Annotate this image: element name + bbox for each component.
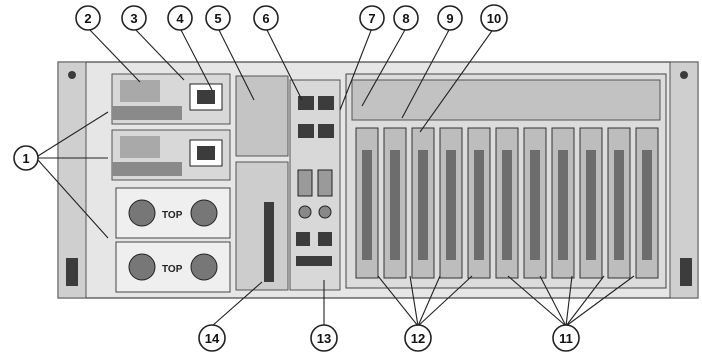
serial-port	[297, 169, 313, 197]
fan-bay-upper: TOP	[115, 187, 231, 239]
callout-3: 3	[121, 5, 147, 31]
callout-1: 1	[13, 145, 39, 171]
callout-label: 6	[262, 11, 269, 26]
slot-vent	[362, 150, 372, 260]
thumbscrew-right	[680, 258, 692, 286]
fan-bay-lower: TOP	[115, 241, 231, 293]
slot-vent	[614, 150, 624, 260]
callout-label: 5	[214, 11, 221, 26]
callout-label: 9	[446, 11, 453, 26]
slot-vent	[446, 150, 456, 260]
callout-label: 10	[487, 11, 501, 26]
power-supply-2	[111, 129, 231, 181]
callout-label: 2	[84, 11, 91, 26]
callout-label: 1	[22, 151, 29, 166]
network-port	[298, 124, 314, 138]
callout-2: 2	[75, 5, 101, 31]
vent-grille-lower	[235, 161, 289, 291]
network-port	[318, 124, 334, 138]
callout-7: 7	[359, 5, 385, 31]
upper-slot-cover	[351, 79, 661, 121]
callout-4: 4	[167, 5, 193, 31]
callout-label: 7	[368, 11, 375, 26]
vent-grille	[235, 75, 289, 157]
callout-label: 14	[205, 331, 220, 346]
top-label: TOP	[162, 210, 183, 221]
callout-label: 11	[559, 331, 573, 346]
network-port	[298, 96, 314, 110]
slot-vent	[418, 150, 428, 260]
right-rack-ear	[669, 61, 699, 299]
callout-label: 13	[317, 331, 331, 346]
callout-5: 5	[205, 5, 231, 31]
callout-label: 8	[402, 11, 409, 26]
callout-13: 13	[310, 324, 338, 352]
network-port	[318, 96, 334, 110]
rack-screw	[680, 71, 688, 79]
slot-vent	[530, 150, 540, 260]
callout-label: 3	[130, 11, 137, 26]
slot-bracket	[264, 202, 274, 282]
slot-vent	[642, 150, 652, 260]
slot-vent	[390, 150, 400, 260]
callout-8: 8	[393, 5, 419, 31]
slot-vent	[474, 150, 484, 260]
thumbscrew-left	[66, 258, 78, 286]
top-label: TOP	[162, 264, 183, 275]
usb-port	[296, 232, 310, 246]
slot-vent	[502, 150, 512, 260]
callout-6: 6	[253, 5, 279, 31]
video-port	[317, 169, 333, 197]
ilo-port	[296, 256, 332, 266]
slot-vent	[586, 150, 596, 260]
callout-9: 9	[437, 5, 463, 31]
callout-14: 14	[198, 324, 226, 352]
ps2-port	[298, 205, 312, 219]
ps2-port	[318, 205, 332, 219]
callout-10: 10	[480, 4, 508, 32]
callout-12: 12	[404, 324, 432, 352]
callout-11: 11	[552, 324, 580, 352]
power-supply-1	[111, 73, 231, 125]
rack-screw	[68, 71, 76, 79]
callout-label: 4	[176, 11, 184, 26]
pci-slots	[355, 127, 659, 279]
callout-label: 12	[411, 331, 425, 346]
slot-vent	[558, 150, 568, 260]
usb-port	[318, 232, 332, 246]
io-panel	[289, 79, 341, 291]
leader-lines	[37, 27, 635, 327]
